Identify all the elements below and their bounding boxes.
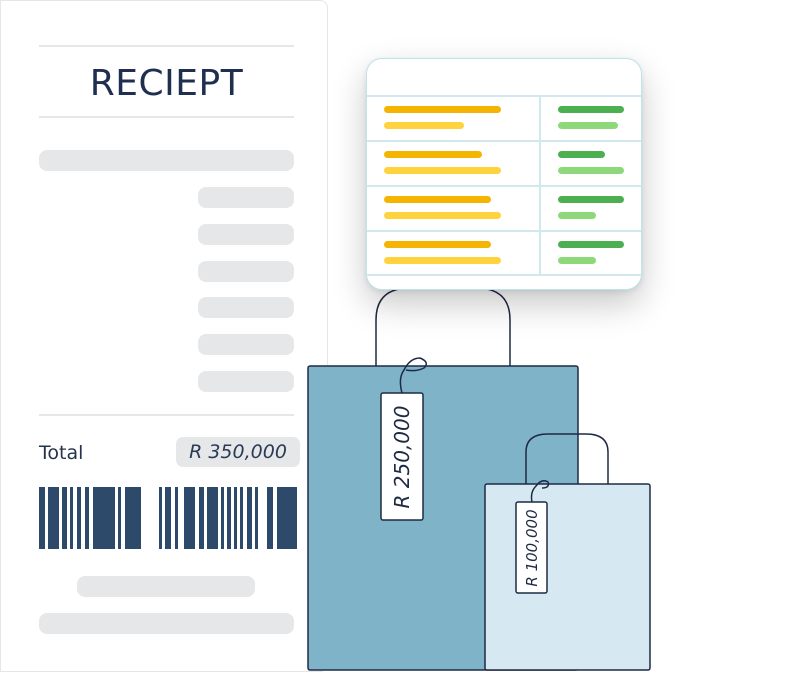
table-cell-bar (384, 151, 482, 158)
table-cell-bar (558, 241, 624, 248)
receipt-amount-placeholder (198, 187, 294, 208)
table-cell-bar (384, 196, 491, 203)
table-row-divider (367, 230, 641, 232)
large-tag-string (399, 357, 427, 394)
table-cell-bar (558, 167, 624, 174)
receipt-amount-placeholder (198, 334, 294, 355)
receipt-title: RECIEPT (89, 63, 244, 104)
receipt-footer-placeholder (39, 613, 294, 634)
small-price-tag (515, 501, 548, 594)
table-card (366, 58, 642, 290)
table-row-divider (367, 185, 641, 187)
table-row-divider (367, 274, 641, 276)
large-price-tag (380, 392, 424, 521)
receipt: RECIEPT Total R 350,000 (0, 0, 328, 672)
receipt-amount-placeholder (198, 261, 294, 282)
table-cell-bar (558, 151, 605, 158)
receipt-total-divider (39, 414, 294, 416)
table-cell-bar (384, 122, 464, 129)
table-cell-bar (558, 122, 618, 129)
table-cell-bar (384, 167, 501, 174)
table-cell-bar (384, 106, 501, 113)
table-row-divider (367, 140, 641, 142)
table-cell-bar (558, 196, 624, 203)
table-cell-bar (384, 241, 491, 248)
small-tag-string (530, 479, 550, 503)
receipt-amount-placeholder (198, 224, 294, 245)
receipt-amount-placeholder (198, 371, 294, 392)
barcode (39, 487, 297, 549)
total-value: R 350,000 (176, 437, 300, 467)
table-cell-bar (384, 257, 501, 264)
total-label: Total (39, 442, 84, 464)
small-bag (484, 483, 651, 671)
small-price-label: R 100,000 (523, 509, 541, 586)
table-column-divider (539, 95, 541, 275)
table-cell-bar (558, 106, 624, 113)
table-row-divider (367, 95, 641, 97)
table-cell-bar (558, 212, 596, 219)
large-price-label: R 250,000 (390, 406, 414, 509)
table-cell-bar (384, 212, 501, 219)
receipt-footer-placeholder (77, 576, 255, 597)
large-bag-handle (375, 287, 511, 366)
small-bag-handle (525, 433, 609, 484)
receipt-top-divider (39, 45, 294, 47)
receipt-amount-placeholder (198, 297, 294, 318)
table-cell-bar (558, 257, 596, 264)
receipt-title-divider (39, 116, 294, 118)
receipt-line-placeholder (39, 150, 294, 171)
